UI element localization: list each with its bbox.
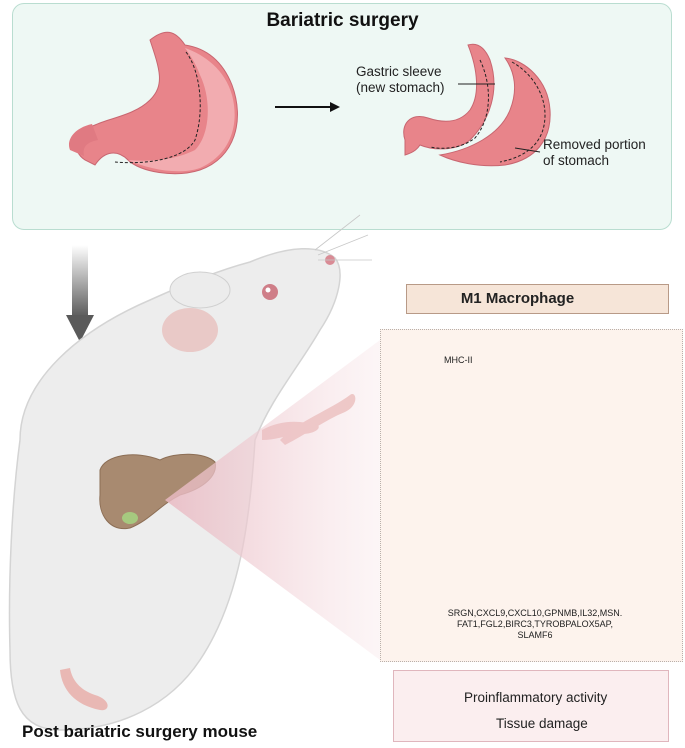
m1-title-box bbox=[406, 284, 669, 314]
mouse-title: Post bariatric surgery mouse bbox=[22, 722, 258, 741]
gastric-sleeve-label-line1: Gastric sleeve bbox=[356, 64, 442, 79]
surgery-title: Bariatric surgery bbox=[266, 10, 419, 31]
gene-list-line: FAT1,FGL2,BIRC3,TYROBPALOX5AP, bbox=[456, 619, 614, 629]
zoom-cone bbox=[165, 340, 380, 660]
tissue-damage-label: Tissue damage bbox=[496, 716, 588, 731]
gastric-sleeve-label-line2: (new stomach) bbox=[356, 80, 445, 95]
proinflammatory-activity-label: Proinflammatory activity bbox=[464, 690, 608, 705]
removed-portion-label-line2: of stomach bbox=[543, 153, 610, 168]
effects-box bbox=[393, 670, 669, 742]
gene-list-line: SLAMF6 bbox=[517, 630, 553, 640]
down-arrow bbox=[66, 245, 94, 342]
gastric-sleeve-label: Gastric sleeve (new stomach) bbox=[356, 64, 445, 96]
stomach-sleeve bbox=[403, 43, 551, 167]
surgery-arrow bbox=[275, 102, 340, 112]
gene-list: SRGN,CXCL9,CXCL10,GPNMB,IL32,MSN. FAT1,F… bbox=[410, 608, 660, 641]
macrophage-detail-box bbox=[380, 329, 683, 662]
m1-title: M1 Macrophage bbox=[460, 290, 575, 307]
mhc-ii-label: MHC-II bbox=[444, 355, 473, 365]
gene-list-line: SRGN,CXCL9,CXCL10,GPNMB,IL32,MSN. bbox=[447, 608, 623, 618]
removed-portion-label: Removed portion of stomach bbox=[543, 137, 646, 169]
stomach-whole bbox=[68, 31, 238, 175]
removed-portion-label-line1: Removed portion bbox=[543, 137, 646, 152]
